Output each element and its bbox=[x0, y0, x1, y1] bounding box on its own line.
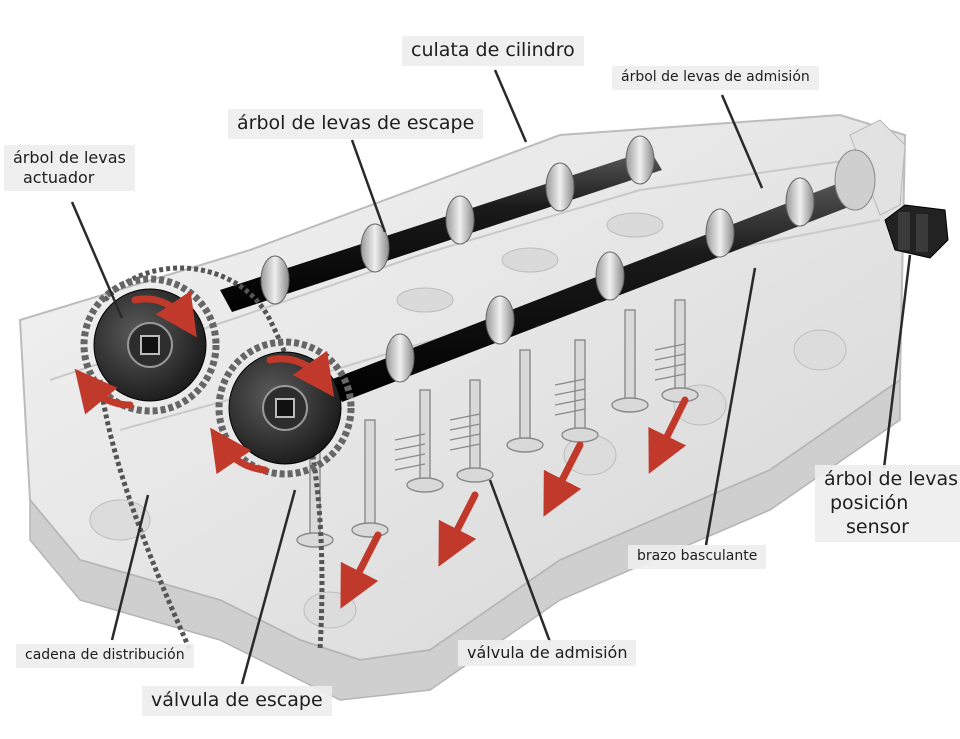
label-intake-valve: válvula de admisión bbox=[458, 640, 637, 666]
motion-arrows bbox=[74, 290, 689, 609]
label-rocker-arm: brazo basculante bbox=[628, 545, 767, 569]
label-exhaust-camshaft: árbol de levas de escape bbox=[228, 109, 484, 139]
label-camshaft-actuator: árbol de levas actuador bbox=[4, 145, 135, 191]
label-timing-chain: cadena de distribución bbox=[16, 644, 194, 668]
label-cylinder-head: culata de cilindro bbox=[402, 36, 584, 66]
intake-camshaft bbox=[330, 149, 876, 402]
label-camshaft-position-sensor: árbol de levas posición sensor bbox=[815, 465, 960, 543]
label-intake-camshaft: árbol de levas de admisión bbox=[612, 66, 819, 90]
label-exhaust-valve: válvula de escape bbox=[142, 686, 332, 716]
leader-lines bbox=[70, 69, 912, 685]
camshaft-position-sensor bbox=[849, 119, 949, 259]
camshaft-actuator-gears bbox=[80, 275, 355, 478]
exhaust-camshaft bbox=[220, 135, 662, 312]
